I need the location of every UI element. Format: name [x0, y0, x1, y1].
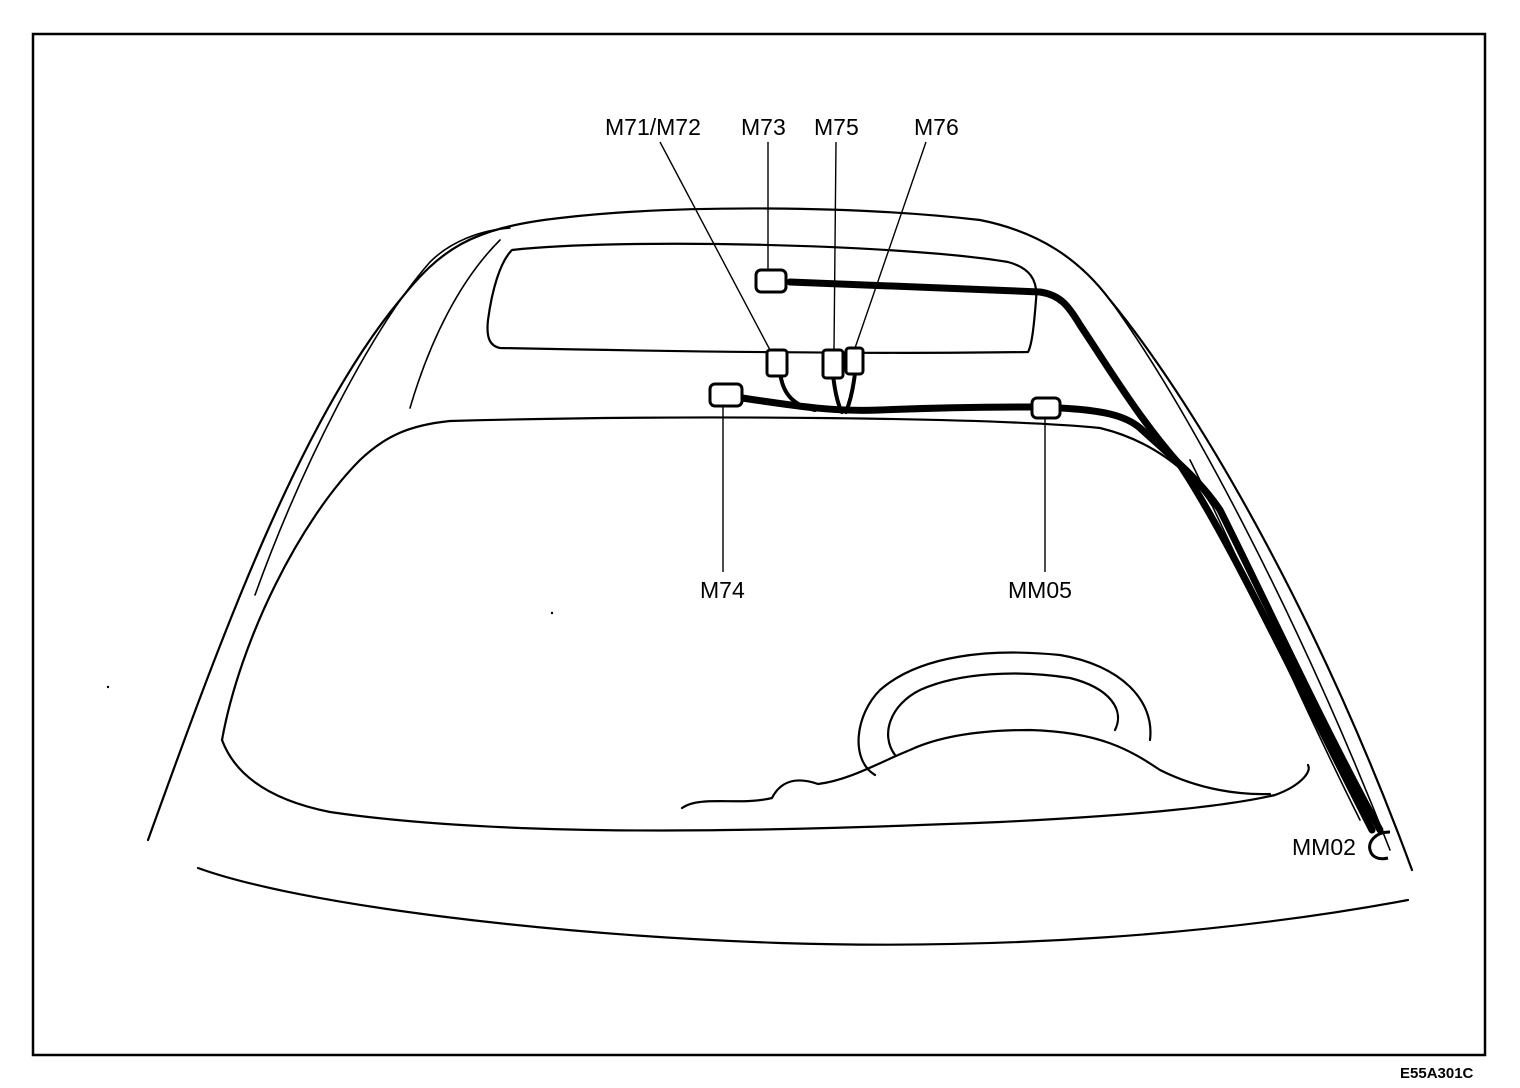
connector-m73	[754, 268, 788, 294]
label-m75: M75	[814, 114, 859, 140]
label-m73: M73	[741, 114, 786, 140]
dot	[106, 685, 110, 689]
leader-lines	[659, 141, 1046, 572]
car-body	[146, 207, 1414, 946]
trunk-lid	[220, 416, 1214, 742]
label-m71-m72: M71/M72	[605, 114, 701, 140]
connector-m76	[844, 346, 865, 376]
figure-code: E55A301C	[1400, 1065, 1474, 1082]
label-m74: M74	[700, 577, 745, 603]
label-m76: M76	[914, 114, 959, 140]
connector-mm05	[1030, 396, 1062, 420]
connector-m75	[821, 348, 845, 380]
connectors	[708, 268, 1391, 861]
connector-m74	[708, 382, 744, 408]
labels: M71/M72 M73 M75 M76 M74 MM05 MM02	[605, 114, 1356, 860]
label-mm02: MM02	[1292, 834, 1356, 860]
dot	[550, 611, 554, 615]
connector-m71-m72	[765, 348, 789, 378]
trunk-mat	[680, 728, 1272, 810]
spare-wheel-well	[857, 651, 1152, 777]
rear-window	[486, 242, 1038, 354]
diagram-frame	[31, 32, 1487, 1057]
connector-mm02	[1368, 830, 1391, 861]
label-mm05: MM05	[1008, 577, 1072, 603]
